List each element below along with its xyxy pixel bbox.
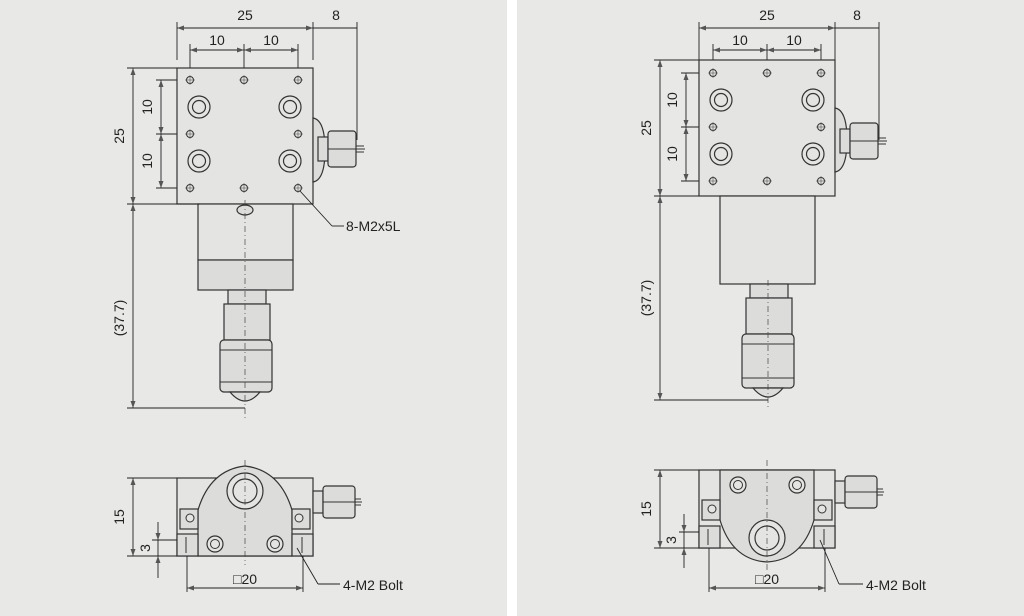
callout-bolts: 4-M2 Bolt bbox=[866, 577, 926, 593]
dim-extension: (37.7) bbox=[638, 280, 654, 317]
right-drawing-panel: 25 8 10 10 25 10 10 bbox=[517, 0, 1024, 616]
dim-screw-offset: 8 bbox=[853, 7, 861, 23]
dim-side-small: 3 bbox=[663, 536, 679, 544]
callout-bolts: 4-M2 Bolt bbox=[343, 577, 403, 593]
left-drawing: 25 8 10 10 25 10 10 bbox=[111, 7, 403, 593]
dim-base-square: □20 bbox=[233, 571, 257, 587]
dim-pitch-y-b: 10 bbox=[139, 153, 155, 169]
dim-pitch-x-b: 10 bbox=[263, 32, 279, 48]
right-drawing: 25 8 10 10 25 10 10 bbox=[638, 7, 926, 593]
callout-holes: 8-M2x5L bbox=[346, 218, 401, 234]
dim-pitch-y-a: 10 bbox=[664, 92, 680, 108]
dim-pitch-y-a: 10 bbox=[139, 99, 155, 115]
dim-side-height: 15 bbox=[111, 509, 127, 525]
dim-pitch-x-a: 10 bbox=[732, 32, 748, 48]
dim-height-total: 25 bbox=[111, 128, 127, 144]
dim-height-total: 25 bbox=[638, 120, 654, 136]
dim-pitch-y-b: 10 bbox=[664, 146, 680, 162]
dim-side-small: 3 bbox=[137, 544, 153, 552]
dim-width-total: 25 bbox=[237, 7, 253, 23]
dim-pitch-x-b: 10 bbox=[786, 32, 802, 48]
dim-pitch-x-a: 10 bbox=[209, 32, 225, 48]
dim-width-total: 25 bbox=[759, 7, 775, 23]
dim-extension: (37.7) bbox=[111, 300, 127, 337]
stage-top-plate bbox=[176, 67, 314, 205]
stage-top-plate bbox=[698, 59, 836, 197]
stage-body bbox=[719, 195, 816, 285]
dim-screw-offset: 8 bbox=[332, 7, 340, 23]
dim-side-height: 15 bbox=[638, 501, 654, 517]
left-drawing-panel: 25 8 10 10 25 10 10 bbox=[0, 0, 507, 616]
dim-base-square: □20 bbox=[755, 571, 779, 587]
